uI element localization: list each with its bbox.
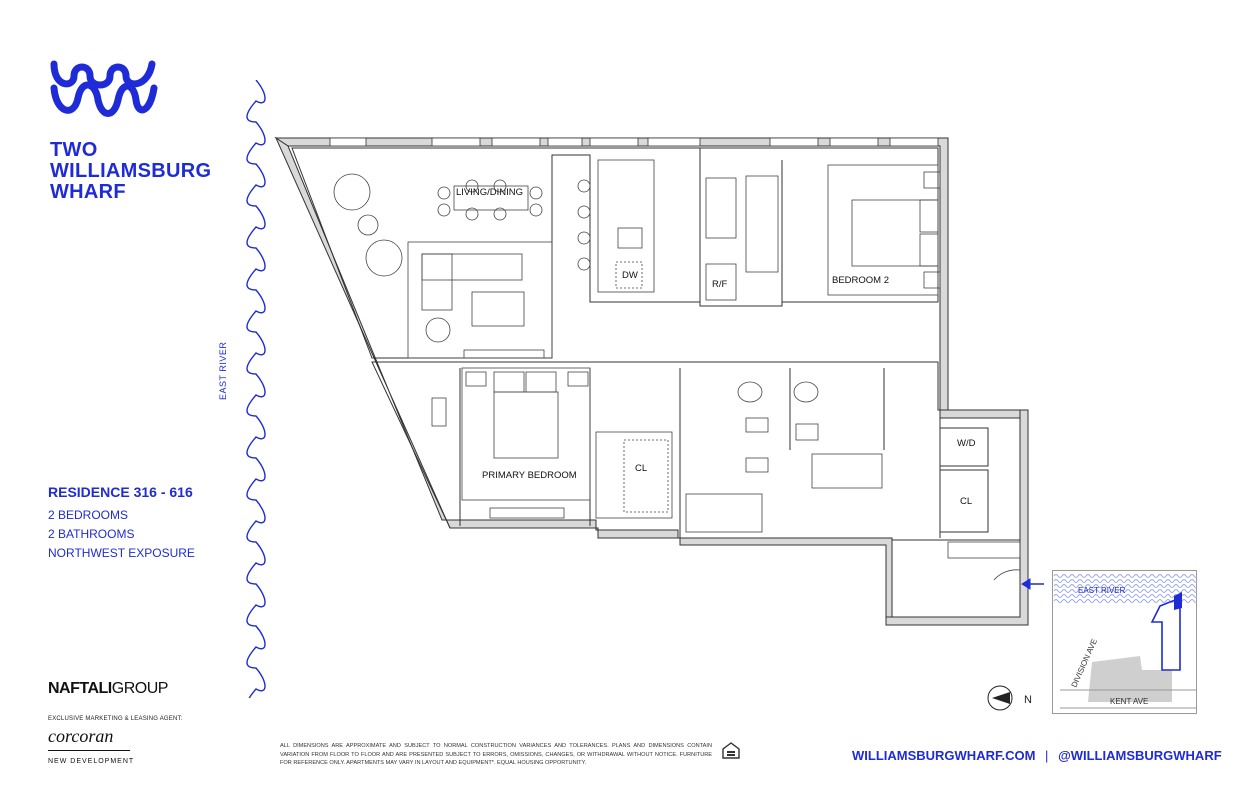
floor-plan [274, 136, 1044, 626]
keyplan-water-wave [1053, 574, 1197, 578]
room-label-rf: R/F [712, 279, 728, 290]
residence-exposure: NORTHWEST EXPOSURE [48, 546, 195, 560]
naftali-bold: NAFTALI [48, 680, 112, 697]
exterior-walls [274, 136, 1029, 626]
room-label-closet-1: CL [635, 463, 648, 474]
entry-arrow-icon [1021, 578, 1044, 590]
keyplan-river-label: EAST RIVER [1078, 586, 1126, 595]
naftali-group-logo: NAFTALIGROUP [48, 680, 168, 698]
wave-w-logo-icon [50, 60, 158, 117]
social-handle-link[interactable]: @WILLIAMSBURGWHARF [1058, 748, 1222, 763]
room-label-dw: DW [622, 270, 638, 281]
corcoran-logo: corcoran [48, 726, 114, 746]
footer-links: WILLIAMSBURGWHARF.COM | @WILLIAMSBURGWHA… [852, 748, 1222, 763]
keyplan-street-kent: KENT AVE [1110, 697, 1148, 706]
keyplan-water-wave [1053, 589, 1197, 593]
residence-bathrooms: 2 BATHROOMS [48, 527, 135, 541]
website-link[interactable]: WILLIAMSBURGWHARF.COM [852, 748, 1036, 763]
brand-title-line-1: TWO [50, 139, 98, 161]
brand-title-line-2: WILLIAMSBURG [50, 160, 212, 182]
exclusive-agent-text: EXCLUSIVE MARKETING & LEASING AGENT: [48, 716, 183, 722]
naftali-light: GROUP [111, 680, 169, 697]
key-plan: EAST RIVER KENT AVE DIVISION AVE [1052, 570, 1197, 714]
brand-title-line-3: WHARF [50, 181, 126, 203]
disclaimer-text: ALL DIMENSIONS ARE APPROXIMATE AND SUBJE… [280, 743, 712, 766]
furniture [333, 159, 1021, 581]
north-compass-icon: N [987, 685, 1032, 711]
new-development-text: NEW DEVELOPMENT [48, 758, 135, 765]
compass-label: N [1024, 694, 1032, 706]
keyplan-water-wave [1053, 579, 1197, 583]
brand-title: TWO WILLIAMSBURG WHARF [50, 140, 211, 203]
room-label-bedroom-2: BEDROOM 2 [832, 275, 890, 286]
room-label-washer-dryer: W/D [957, 438, 976, 449]
room-label-primary-bedroom: PRIMARY BEDROOM [482, 470, 577, 481]
footer-separator: | [1045, 748, 1049, 763]
room-label-living-dining: LIVING/DINING [456, 187, 524, 198]
east-river-side-label: EAST RIVER [218, 341, 228, 400]
residence-bedrooms: 2 BEDROOMS [48, 508, 129, 522]
river-wave-line [246, 80, 266, 698]
keyplan-water-wave [1053, 584, 1197, 588]
room-label-closet-2: CL [960, 496, 973, 507]
corcoran-divider [48, 750, 130, 751]
equal-housing-icon [722, 742, 740, 759]
residence-title: RESIDENCE 316 - 616 [48, 484, 193, 500]
